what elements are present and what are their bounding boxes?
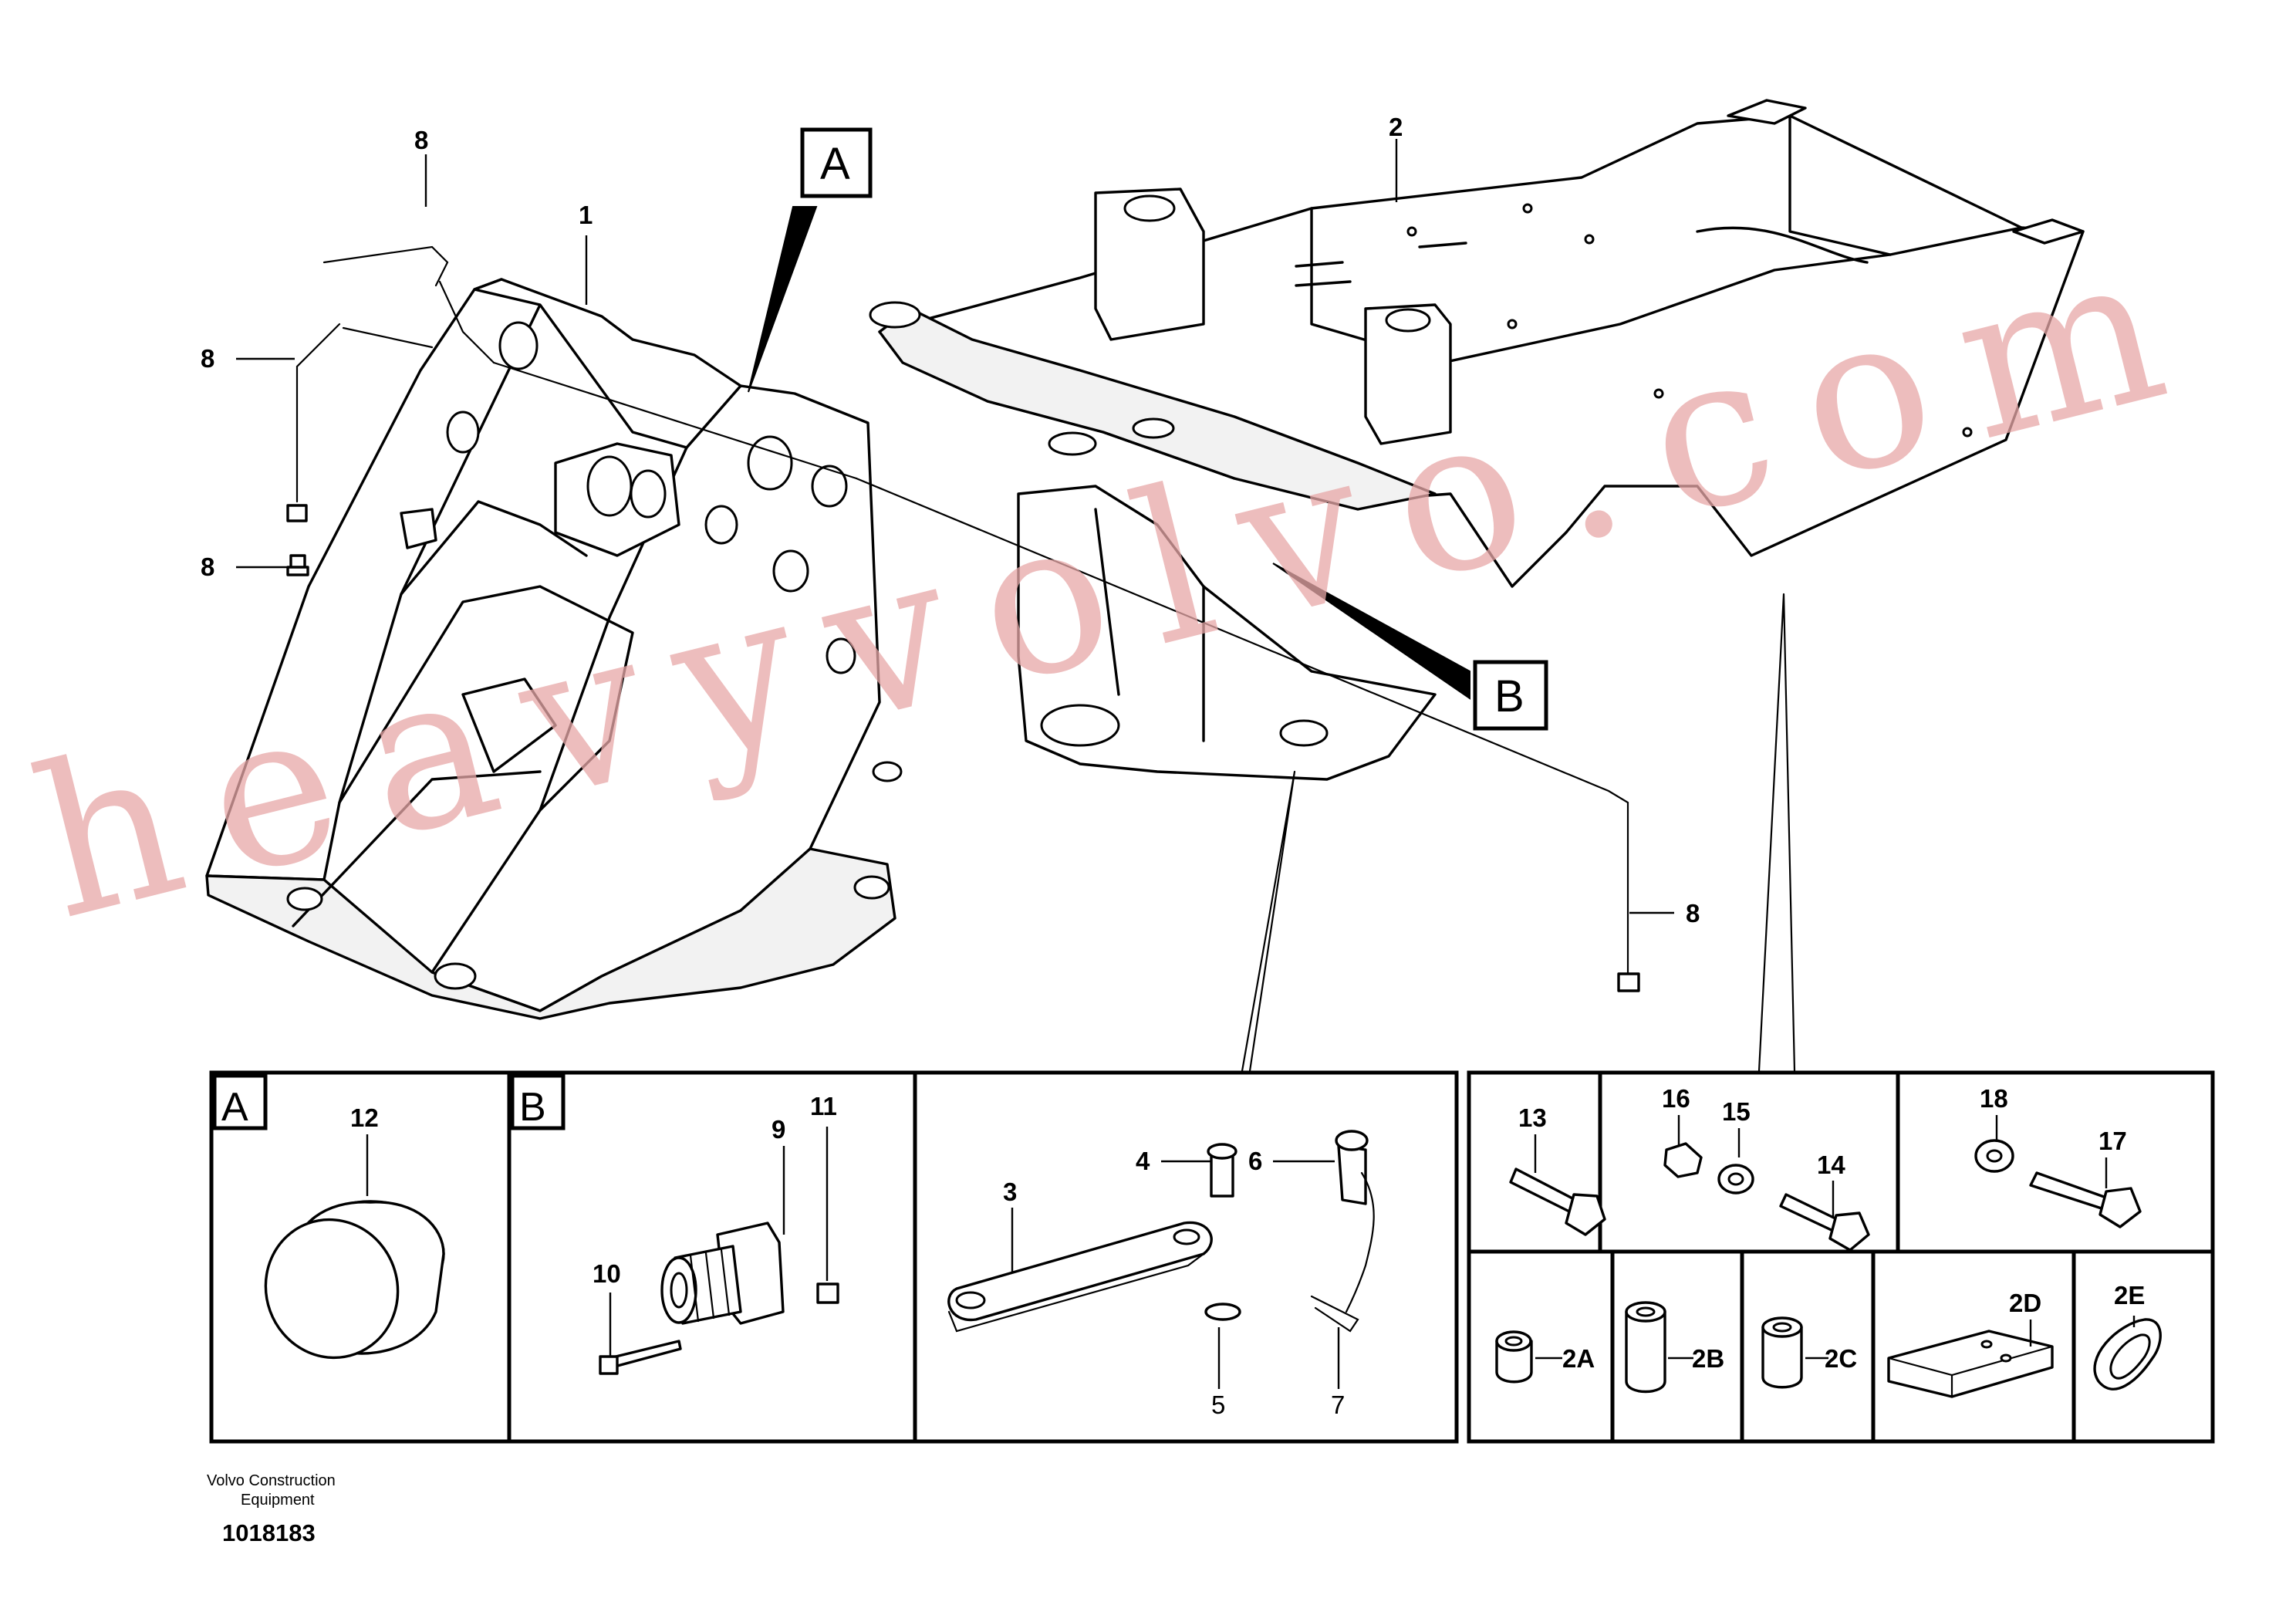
callout-2b: 2B	[1692, 1344, 1724, 1373]
callout-10: 10	[593, 1259, 621, 1288]
callout-11: 11	[810, 1092, 837, 1120]
panel-b-tag	[510, 1073, 566, 1130]
part-3-link-assembly: 3 4 6 5 7	[947, 1130, 1375, 1419]
detail-panels: A B	[209, 1070, 2215, 1444]
callout-2: 2	[1389, 113, 1403, 141]
part-17-18-bolt-washer: 18 17	[1974, 1084, 2142, 1228]
panel-a-tag	[212, 1073, 268, 1130]
pipe-8	[286, 245, 1640, 992]
callout-16: 16	[1662, 1084, 1690, 1113]
callout-1: 1	[579, 201, 593, 229]
bushing-2b: 2B	[1625, 1301, 1724, 1394]
front-frame	[205, 278, 903, 1020]
callout-2c: 2C	[1825, 1344, 1857, 1373]
callout-3: 3	[1003, 1178, 1017, 1206]
callout-8-lower: 8	[201, 552, 214, 581]
callout-2a: 2A	[1562, 1344, 1595, 1373]
bushing-2c: 2C	[1761, 1316, 1857, 1389]
callout-12: 12	[350, 1103, 379, 1132]
callout-7: 7	[1331, 1391, 1345, 1419]
view-marker-a	[800, 127, 873, 198]
callout-18: 18	[1980, 1084, 2008, 1113]
callout-8-top: 8	[414, 126, 428, 154]
callout-6: 6	[1248, 1147, 1262, 1175]
part-12-cap: 12	[264, 1103, 445, 1360]
callout-14: 14	[1817, 1151, 1845, 1179]
callout-2e: 2E	[2114, 1281, 2145, 1309]
company-line-1: Volvo Construction	[207, 1472, 336, 1489]
callout-8-left: 8	[201, 344, 214, 373]
callout-4: 4	[1136, 1147, 1150, 1175]
company-line-2: Equipment	[241, 1492, 315, 1509]
callout-13: 13	[1518, 1103, 1547, 1132]
view-marker-a-label: A	[820, 139, 850, 189]
main-callouts: 8 8 8 8 1 2 A B	[201, 113, 1796, 1073]
callout-2d: 2D	[2009, 1289, 2041, 1317]
view-marker-b-label: B	[1494, 671, 1524, 721]
part-13-bolt: 13	[1509, 1103, 1606, 1236]
bushing-2a: 2A	[1495, 1330, 1595, 1384]
view-marker-b	[1473, 660, 1548, 731]
footer: Volvo Construction Equipment 1018183	[207, 1472, 336, 1546]
callout-15: 15	[1722, 1097, 1751, 1126]
plate-2d: 2D	[1887, 1289, 2054, 1398]
drawing-number: 1018183	[222, 1519, 316, 1546]
part-9-bushing-assembly: 9 11 10	[593, 1092, 839, 1375]
callout-5: 5	[1211, 1391, 1225, 1419]
panel-a-tag-label: A	[221, 1085, 248, 1130]
part-14-16-bolt-set: 16 15 14	[1662, 1084, 1870, 1252]
callout-17: 17	[2098, 1127, 2127, 1155]
gasket-2e: 2E	[2093, 1281, 2162, 1391]
callout-9: 9	[772, 1115, 785, 1144]
callout-8-right: 8	[1686, 899, 1700, 928]
panel-b-tag-label: B	[519, 1085, 546, 1130]
